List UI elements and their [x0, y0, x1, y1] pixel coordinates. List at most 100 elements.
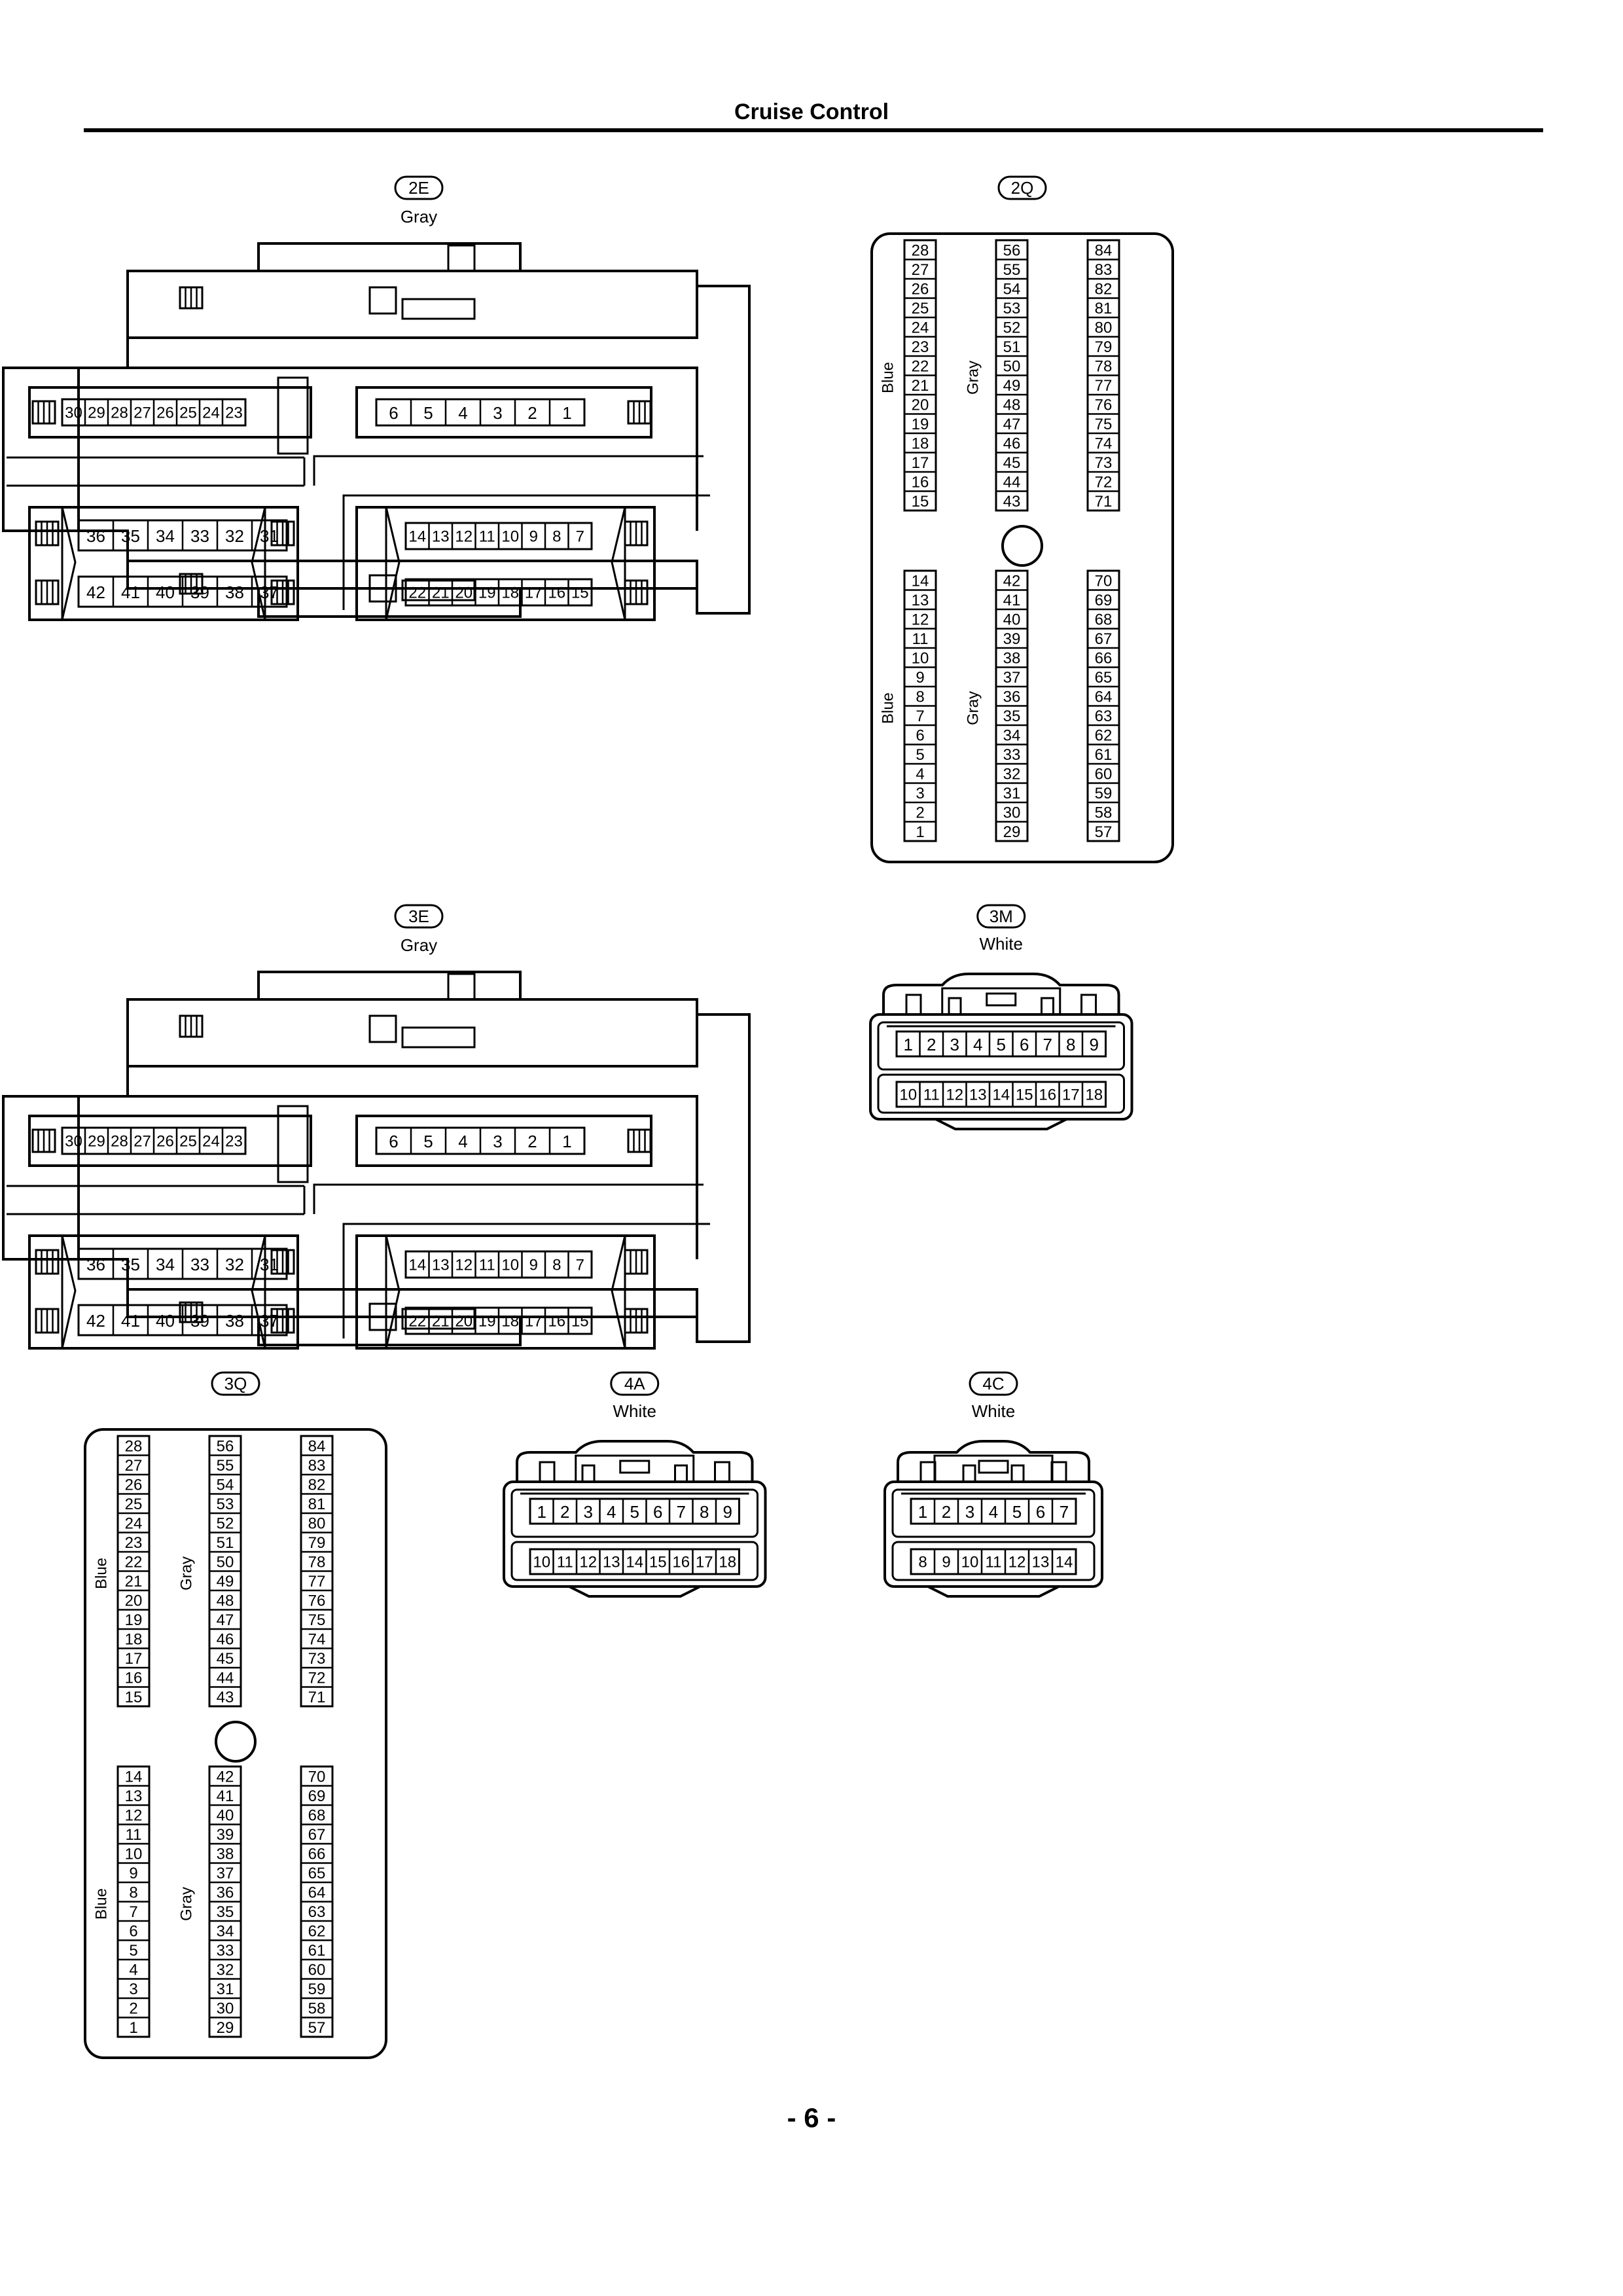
- outline: [385, 507, 626, 620]
- pin-number: 15: [125, 1689, 143, 1706]
- pin-number: 84: [1095, 242, 1113, 259]
- pin-number: 4: [916, 765, 924, 783]
- pin-number: 5: [423, 1132, 433, 1151]
- pin-number: 58: [308, 2000, 326, 2017]
- pin-row: [910, 1548, 1077, 1575]
- pin-number: 76: [1095, 396, 1113, 414]
- pin-number: 49: [1003, 377, 1021, 395]
- outline: [257, 588, 522, 618]
- pin-number: 15: [1016, 1086, 1033, 1104]
- pin-number: 63: [308, 1903, 326, 1921]
- pin-number: 7: [1043, 1035, 1052, 1054]
- pin-number: 59: [308, 1981, 326, 1998]
- pin-number: 4: [458, 403, 467, 423]
- pin-number: 54: [217, 1476, 234, 1494]
- pin-number: 41: [121, 1311, 140, 1331]
- pin-number: 2: [916, 804, 924, 821]
- pin-number: 67: [1095, 630, 1113, 648]
- pin-number: 24: [202, 1133, 220, 1151]
- pin-number: 12: [1008, 1554, 1026, 1571]
- pin-number: 6: [389, 403, 398, 423]
- pin-number: 20: [912, 396, 929, 414]
- pin-number: 82: [1095, 280, 1113, 298]
- pin-number: 19: [125, 1611, 143, 1629]
- pin-number: 33: [1003, 746, 1021, 764]
- pin-number: 21: [432, 584, 450, 602]
- pin-number: 56: [217, 1437, 234, 1455]
- outline: [257, 1317, 522, 1346]
- pin-number: 72: [1095, 473, 1113, 491]
- outline: [7, 1185, 306, 1215]
- pin-number: 51: [1003, 338, 1021, 356]
- pin-number: 32: [225, 526, 244, 546]
- pin-number: 5: [916, 746, 924, 764]
- pin-number: 42: [1003, 572, 1021, 590]
- pin-number: 23: [125, 1534, 143, 1552]
- pin-number: 19: [478, 1313, 496, 1331]
- outline: [79, 1095, 698, 1259]
- outline: [581, 1464, 596, 1483]
- pin-number: 3: [950, 1035, 959, 1054]
- outline: [28, 1115, 312, 1167]
- pin-number: 65: [1095, 669, 1113, 687]
- pin-number: 28: [125, 1437, 143, 1455]
- outline: [126, 998, 698, 1067]
- pin-number: 25: [912, 300, 929, 317]
- pin-number: 18: [1085, 1086, 1103, 1104]
- connector-code: 3Q: [224, 1374, 247, 1393]
- pin-number: 4: [607, 1502, 616, 1522]
- pin-number: 7: [677, 1502, 686, 1522]
- outline: [313, 455, 710, 610]
- pin-number: 21: [432, 1313, 450, 1331]
- wire-color-label: Gray: [965, 361, 982, 395]
- pin-number: 1: [562, 1132, 571, 1151]
- pin-number: 31: [260, 1255, 279, 1274]
- pin-row: [895, 1081, 1107, 1108]
- outline: [313, 1183, 710, 1338]
- pin-number: 34: [156, 1255, 175, 1274]
- pin-number: 15: [571, 1313, 589, 1331]
- housing-color-label: White: [613, 1401, 656, 1421]
- pin-number: 10: [912, 649, 929, 667]
- pin-number: 56: [1003, 242, 1021, 259]
- pin-number: 1: [562, 403, 571, 423]
- pin-number: 71: [308, 1689, 326, 1706]
- connector-code-badge: [394, 175, 444, 200]
- pin-number: 39: [1003, 630, 1021, 648]
- pin-number: 62: [1095, 726, 1113, 744]
- outline: [257, 971, 522, 999]
- pin-number: 77: [308, 1573, 326, 1590]
- pin-number: 11: [986, 1554, 1002, 1571]
- pin-number: 60: [308, 1961, 326, 1979]
- pin-number: 12: [946, 1086, 963, 1104]
- pin-number: 58: [1095, 804, 1113, 821]
- pin-number: 8: [552, 528, 561, 546]
- pin-number: 38: [1003, 649, 1021, 667]
- connector-code: 4A: [624, 1374, 645, 1393]
- pin-number: 32: [217, 1961, 234, 1979]
- pin-number: 68: [1095, 611, 1113, 628]
- outline: [79, 367, 698, 531]
- pin-number: 1: [537, 1502, 546, 1522]
- outline: [401, 1308, 476, 1330]
- pin-number: 5: [997, 1035, 1006, 1054]
- connector-code-badge: [997, 175, 1047, 200]
- keying-hole: [215, 1721, 257, 1763]
- connector-code-badge: [394, 904, 444, 929]
- pin-number: 45: [1003, 454, 1021, 472]
- outline: [877, 1021, 1125, 1071]
- pin-number: 74: [1095, 435, 1113, 452]
- outline: [401, 579, 476, 601]
- pin-number: 18: [912, 435, 929, 452]
- pin-number: 39: [190, 1311, 209, 1331]
- pin-number: 14: [125, 1768, 143, 1785]
- connector-code: 3E: [408, 906, 429, 926]
- pin-number: 40: [217, 1806, 234, 1824]
- pin-number: 10: [899, 1086, 917, 1104]
- housing-color-label: Gray: [401, 935, 437, 955]
- pin-number: 27: [912, 261, 929, 279]
- pin-number: 9: [529, 1257, 538, 1274]
- outline: [126, 270, 698, 339]
- pin-number: 75: [308, 1611, 326, 1629]
- pin-number: 35: [121, 1255, 140, 1274]
